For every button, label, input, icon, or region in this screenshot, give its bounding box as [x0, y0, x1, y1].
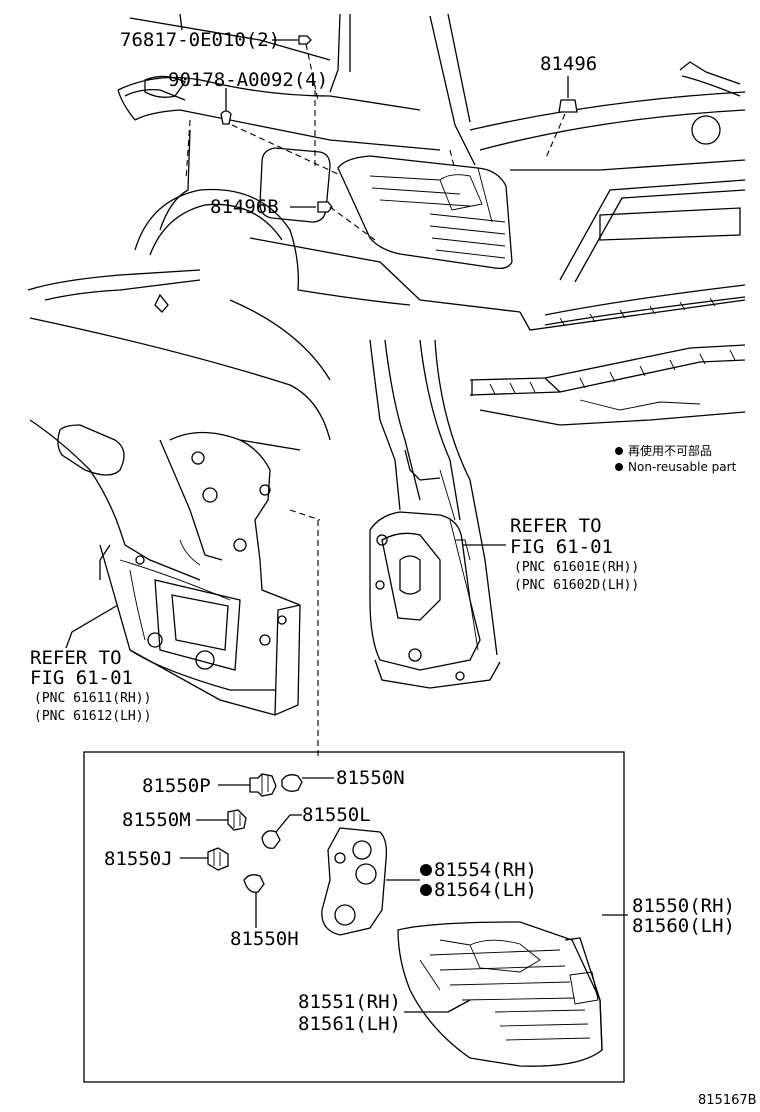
label-81550-rh: 81550(RH): [632, 895, 735, 917]
refer-left-line1: REFER TO: [30, 647, 122, 669]
refer-left-pnc1: (PNC 61611(RH)): [34, 691, 151, 706]
non-reusable-marker-icon: [420, 884, 432, 896]
label-81551-rh: 81551(RH): [298, 991, 401, 1013]
label-81561-lh: 81561(LH): [298, 1013, 401, 1035]
label-81496: 81496: [540, 53, 597, 75]
label-90178-a0092: 90178-A0092(4): [168, 69, 328, 91]
refer-right-line2: FIG 61-01: [510, 536, 613, 558]
refer-note-right: REFER TO FIG 61-01 (PNC 61601E(RH)) (PNC…: [462, 515, 639, 593]
non-reusable-dot-icon: [615, 447, 623, 455]
refer-right-pnc1: (PNC 61601E(RH)): [514, 560, 639, 575]
label-81560-lh: 81560(LH): [632, 915, 735, 937]
vehicle-body-drawing: [117, 13, 746, 426]
legend: 再使用不可部品 Non-reusable part: [615, 443, 737, 474]
detail-parts: [180, 773, 628, 1067]
label-81550j: 81550J: [104, 848, 173, 870]
label-81550m: 81550M: [122, 809, 191, 831]
inner-panel-drawing: [369, 339, 501, 689]
label-81554-rh: 81554(RH): [434, 859, 537, 881]
legend-en: Non-reusable part: [628, 460, 737, 474]
quarter-inner-panel-drawing: [27, 269, 331, 716]
label-81564-lh: 81564(LH): [434, 879, 537, 901]
refer-note-left: REFER TO FIG 61-01 (PNC 61611(RH)) (PNC …: [30, 604, 151, 724]
figure-code: 815167B: [698, 1093, 757, 1108]
label-81496b: 81496B: [210, 196, 279, 218]
refer-left-pnc2: (PNC 61612(LH)): [34, 709, 151, 724]
detail-box: [83, 751, 625, 1083]
refer-left-line2: FIG 61-01: [30, 667, 133, 689]
refer-right-line1: REFER TO: [510, 515, 602, 537]
label-81550p: 81550P: [142, 775, 211, 797]
label-81550n: 81550N: [336, 767, 405, 789]
non-reusable-dot-icon: [615, 463, 623, 471]
label-76817-0e010: 76817-0E010(2): [120, 29, 280, 51]
non-reusable-marker-icon: [420, 864, 432, 876]
top-leader-lines: [185, 35, 578, 760]
label-81550h: 81550H: [230, 928, 299, 950]
label-81550l: 81550L: [302, 804, 371, 826]
legend-zh: 再使用不可部品: [628, 443, 712, 458]
refer-right-pnc2: (PNC 61602D(LH)): [514, 578, 639, 593]
